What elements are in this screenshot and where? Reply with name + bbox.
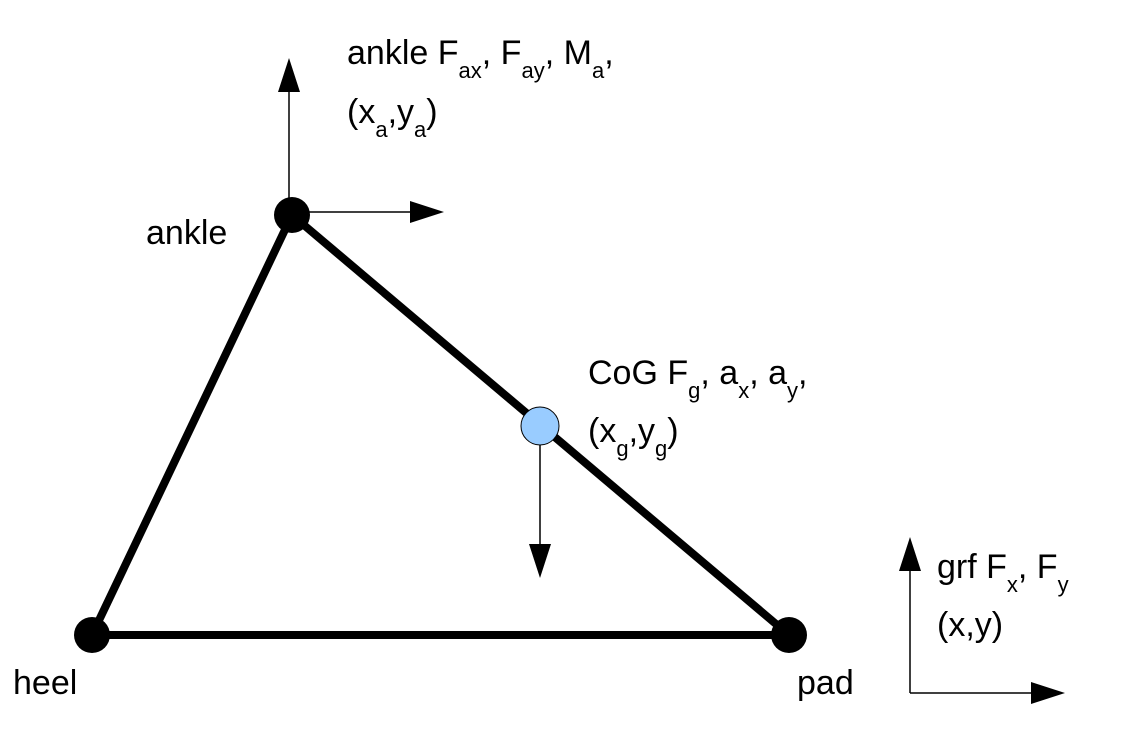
cog-point — [520, 406, 560, 446]
grf-axes — [899, 537, 1065, 704]
heel-joint — [74, 617, 110, 653]
ankle-joint — [274, 197, 310, 233]
pad-joint — [771, 617, 807, 653]
pad-label: pad — [797, 664, 854, 702]
cog-annotation-line1: CoG Fg, ax, ay, — [588, 354, 807, 403]
grf-horizontal-arrowhead — [1031, 682, 1065, 704]
grf-annotation-line1: grf Fx, Fy — [937, 548, 1069, 597]
ankle-force-arrows — [278, 58, 444, 223]
ankle-horizontal-arrowhead — [410, 201, 444, 223]
heel-label: heel — [13, 664, 77, 702]
foot-segment — [88, 211, 792, 639]
ankle-label: ankle — [146, 214, 227, 252]
cog-annotation-line2: (xg,yg) — [588, 412, 679, 461]
grf-annotation-line2: (x,y) — [937, 606, 1003, 644]
cog-arrowhead — [529, 544, 551, 578]
ankle-vertical-arrowhead — [278, 58, 300, 92]
ankle-annotation-line1: ankle Fax, Fay, Ma, — [347, 34, 614, 83]
ankle-annotation-line2: (xa,ya) — [347, 93, 438, 142]
link-ankle-heel — [88, 213, 296, 637]
cog-gravity-arrow — [529, 427, 551, 578]
grf-vertical-arrowhead — [899, 537, 921, 571]
